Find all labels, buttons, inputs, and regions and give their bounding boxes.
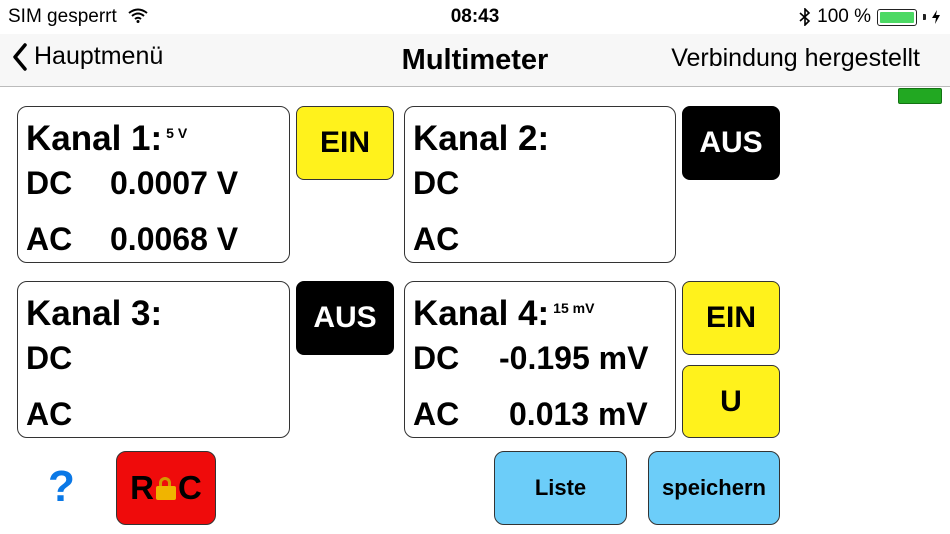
channel-4-ac-value: 0.013 mV: [509, 396, 648, 432]
channel-4-range: 15 mV: [553, 300, 595, 316]
record-button[interactable]: R C: [116, 451, 216, 525]
channel-2-toggle-button[interactable]: AUS: [682, 106, 780, 180]
channel-3-panel: Kanal 3: DC AC: [17, 281, 290, 438]
battery-percent: 100 %: [817, 6, 871, 27]
channel-1-range: 5 V: [166, 125, 188, 141]
channel-3-title: Kanal 3:: [26, 294, 163, 333]
navigation-bar: Hauptmenü Multimeter Verbindung hergeste…: [0, 34, 950, 87]
clock: 08:43: [450, 6, 500, 27]
channel-1-ac-value: 0.0068 V: [110, 221, 239, 257]
channel-2-panel: Kanal 2: DC AC: [404, 106, 676, 263]
charging-icon: [932, 10, 940, 24]
back-label: Hauptmenü: [34, 42, 164, 70]
channel-4-dc-value: -0.195 mV: [499, 340, 649, 376]
channel-4-title: Kanal 4:15 mV: [413, 294, 595, 333]
channel-4-mode-button[interactable]: U: [682, 365, 780, 438]
channel-2-ac-row: AC: [413, 221, 460, 257]
channel-3-dc-row: DC: [26, 340, 73, 376]
connection-status: Verbindung hergestellt: [671, 44, 920, 72]
chevron-left-icon: [13, 42, 27, 71]
lock-icon: [155, 477, 177, 500]
page-title: Multimeter: [401, 44, 549, 76]
record-label-right: C: [178, 469, 202, 506]
channel-4-toggle-button[interactable]: EIN: [682, 281, 780, 355]
save-button[interactable]: speichern: [648, 451, 780, 525]
channel-2-dc-row: DC: [413, 165, 460, 201]
wifi-icon: [128, 8, 148, 23]
battery-tip: [923, 14, 926, 20]
channel-1-toggle-button[interactable]: EIN: [296, 106, 394, 180]
carrier-label: SIM gesperrt: [8, 6, 117, 27]
connection-indicator-icon: [898, 88, 942, 104]
channel-1-title: Kanal 1:5 V: [26, 119, 188, 158]
list-button[interactable]: Liste: [494, 451, 627, 525]
bluetooth-icon: [799, 8, 811, 26]
battery-icon: [877, 8, 917, 26]
channel-1-dc-value: 0.0007 V: [110, 165, 239, 201]
back-button[interactable]: Hauptmenü: [12, 42, 163, 71]
channel-3-toggle-button[interactable]: AUS: [296, 281, 394, 355]
channel-4-dc-row: DC-0.195 mV: [413, 340, 649, 376]
carrier-status: SIM gesperrt: [8, 6, 148, 28]
channel-2-title: Kanal 2:: [413, 119, 550, 158]
status-bar: SIM gesperrt 08:43 100 %: [0, 0, 950, 34]
channel-3-ac-row: AC: [26, 396, 73, 432]
record-label-left: R: [130, 469, 154, 506]
status-right: 100 %: [799, 6, 940, 28]
help-button[interactable]: ?: [48, 462, 75, 511]
